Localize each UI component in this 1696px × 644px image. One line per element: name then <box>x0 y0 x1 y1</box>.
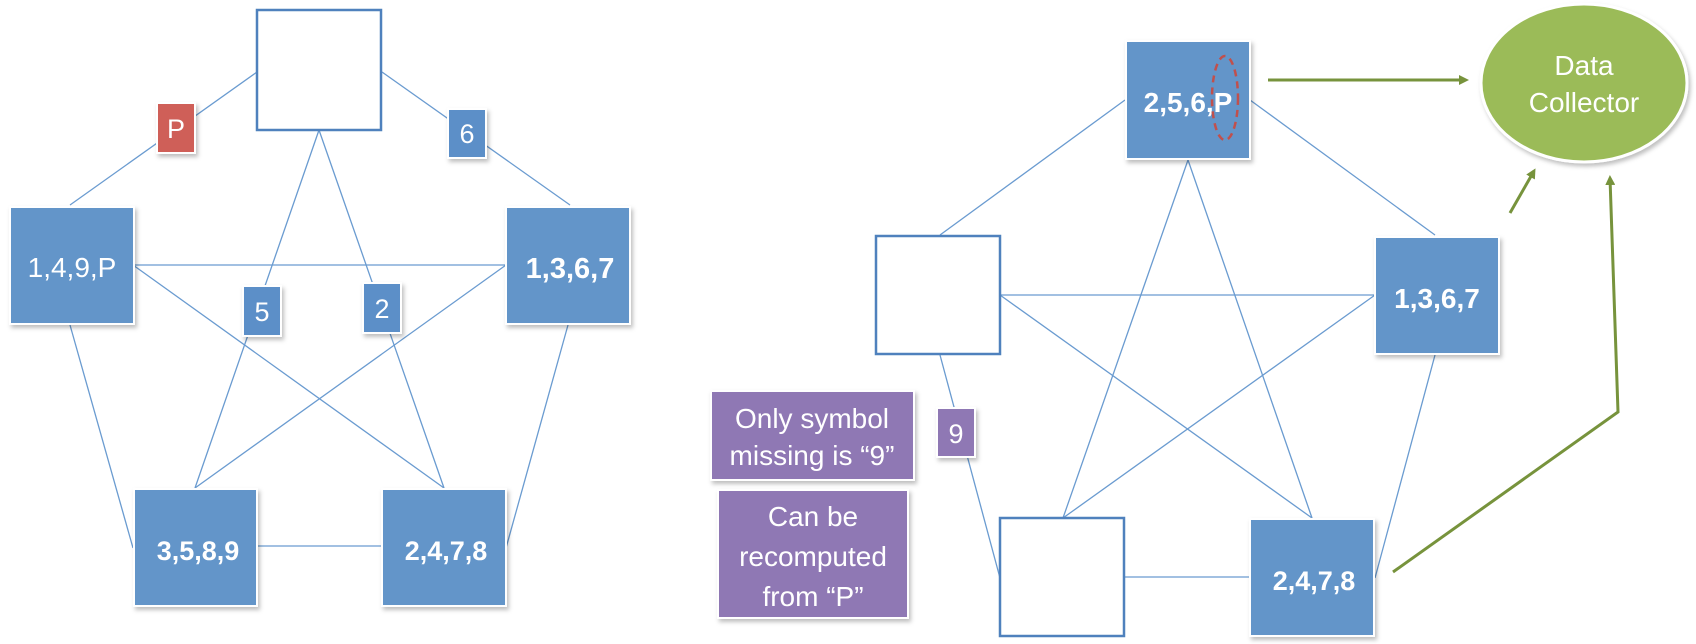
left-node-left: 1,4,9,P <box>9 206 135 325</box>
note-recompute-line-1: Can be <box>768 501 858 532</box>
edge-right-top-to-left <box>939 99 1126 236</box>
edge-right-right-to-bottomleft <box>1062 294 1376 519</box>
right-node-right-label: 1,3,6,7 <box>1394 283 1480 314</box>
right-node-bottom-right: 2,4,7,8 <box>1249 518 1375 637</box>
left-node-bottom-left-label: 3,5,8,9 <box>157 536 240 566</box>
left-tag-five: 5 <box>242 285 282 337</box>
right-node-right: 1,3,6,7 <box>1374 236 1500 355</box>
collector-arrows <box>1268 75 1620 574</box>
edge-right-top-to-right <box>1249 99 1436 236</box>
left-tag-two-label: 2 <box>374 294 389 324</box>
left-node-bottom-right: 2,4,7,8 <box>381 488 507 607</box>
edge-left-right-to-bottomleft <box>194 264 507 489</box>
edge-right-right-to-bottomright <box>1374 354 1436 579</box>
arrow-right-to-collector <box>1508 168 1536 214</box>
left-network <box>69 71 571 549</box>
arrow-bottomright-to-collector <box>1392 175 1620 574</box>
data-collector-line-1: Data <box>1554 50 1614 81</box>
right-node-top: 2,5,6,P <box>1125 40 1251 160</box>
left-tag-p-label: P <box>167 114 185 144</box>
edge-left-right-to-bottomright <box>505 324 569 549</box>
edge-right-left-to-bottomleft <box>939 354 1001 579</box>
right-node-top-label: 2,5,6,P <box>1144 87 1233 118</box>
edge-right-top-to-bottomleft <box>1062 159 1189 519</box>
note-recompute-line-2: recomputed <box>739 541 887 572</box>
edge-right-left-to-bottomright <box>999 294 1313 519</box>
note-recompute: Can be recomputed from “P” <box>717 489 909 619</box>
note-recompute-line-3: from “P” <box>762 581 863 612</box>
edge-left-left-to-bottomright <box>132 264 445 489</box>
data-collector-line-2: Collector <box>1529 87 1639 118</box>
edge-left-left-to-bottomleft <box>69 324 134 549</box>
left-tag-two: 2 <box>362 282 402 334</box>
left-tag-six-label: 6 <box>459 119 474 149</box>
right-node-bottom-left <box>998 516 1126 638</box>
edge-right-top-to-bottomright <box>1187 159 1313 519</box>
left-node-bottom-left: 3,5,8,9 <box>133 488 258 607</box>
left-tag-five-label: 5 <box>254 297 269 327</box>
left-node-left-label: 1,4,9,P <box>28 252 117 283</box>
left-tag-p: P <box>156 102 196 154</box>
right-node-left <box>874 234 1002 356</box>
left-node-top <box>255 8 383 132</box>
right-network <box>939 99 1436 579</box>
note-missing-symbol: Only symbol missing is “9” <box>710 390 915 481</box>
data-collector: Data Collector <box>1479 2 1689 164</box>
highlight-p-oval <box>1210 54 1240 142</box>
note-missing-line-2: missing is “9” <box>730 440 895 471</box>
right-tag-nine: 9 <box>936 407 976 458</box>
left-node-right: 1,3,6,7 <box>505 206 631 325</box>
left-node-right-label: 1,3,6,7 <box>526 253 615 285</box>
left-tag-six: 6 <box>447 108 487 159</box>
note-missing-line-1: Only symbol <box>735 403 889 434</box>
right-node-bottom-right-label: 2,4,7,8 <box>1273 566 1356 596</box>
left-node-bottom-right-label: 2,4,7,8 <box>405 536 488 566</box>
right-tag-nine-label: 9 <box>948 419 963 449</box>
